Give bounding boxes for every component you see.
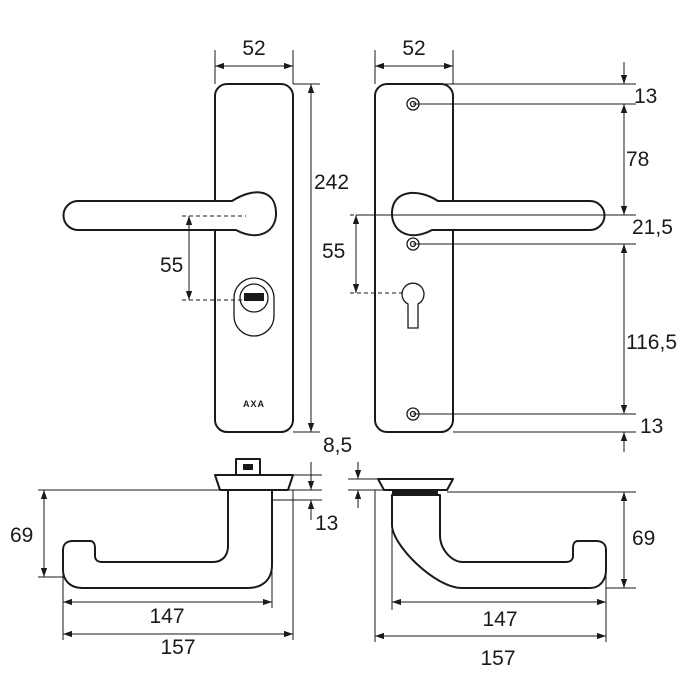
brand-logo: AXA	[243, 399, 265, 409]
dimension-left-overall-length: 157	[63, 490, 294, 659]
front-cylinder-cutout	[233, 277, 275, 337]
rose-8-5-label: 8,5	[323, 434, 352, 457]
side-view-left	[62, 458, 294, 589]
dimension-right-handle-length: 147	[391, 525, 607, 642]
left-69-label: 69	[10, 524, 33, 547]
left-157-label: 157	[160, 636, 195, 659]
right-147-label: 147	[482, 608, 517, 631]
dimension-back-handle-to-cylinder: 55	[322, 215, 360, 293]
back-view	[350, 83, 606, 433]
back-backplate	[374, 83, 454, 433]
front-backplate	[214, 83, 294, 433]
left-cylinder-pin	[243, 464, 253, 470]
dimension-right-overall-length: 157	[374, 490, 606, 670]
right-handle	[391, 494, 607, 589]
front-view: AXA	[62, 83, 294, 433]
dimension-rose-offset-right: 8,5	[323, 434, 384, 508]
back-width-label: 52	[402, 37, 425, 60]
back-keyhole	[401, 282, 425, 329]
right-rose	[377, 478, 454, 491]
back-lever	[390, 191, 606, 237]
left-rose	[214, 474, 294, 491]
right-157-label: 157	[480, 647, 515, 670]
top-to-spindle-label: 78	[626, 148, 649, 171]
top-hole-label: 13	[634, 85, 657, 108]
front-cylinder-core	[239, 283, 269, 313]
spindle-to-hole-label: 21,5	[632, 216, 673, 239]
dimension-plate-height: 242	[293, 83, 349, 433]
left-handle	[62, 489, 273, 589]
dimension-front-width: 52	[214, 37, 294, 84]
front-lever	[62, 191, 278, 237]
hole-to-hole-label: 116,5	[626, 331, 677, 354]
left-147-label: 147	[149, 605, 184, 628]
dimension-rose-offset: 13	[272, 462, 338, 535]
front-cylinder-slot	[244, 293, 264, 301]
dimension-left-handle-length: 147	[62, 565, 273, 640]
dimension-right-handle-height: 69	[447, 491, 655, 589]
plate-height-label: 242	[314, 171, 349, 194]
left-rose-13-label: 13	[315, 512, 338, 535]
bottom-hole-label: 13	[640, 415, 663, 438]
side-view-right	[377, 478, 607, 589]
back-55-label: 55	[322, 240, 345, 263]
dimension-front-handle-to-cylinder: 55	[160, 216, 193, 300]
right-rose-insert	[392, 490, 438, 495]
dimension-back-width: 52	[374, 37, 454, 84]
front-55-label: 55	[160, 254, 183, 277]
dimension-chain-right: 13 78 21,5 116,5 13	[356, 62, 677, 452]
dimension-left-handle-height: 69	[10, 489, 228, 578]
right-69-label: 69	[632, 527, 655, 550]
front-width-label: 52	[242, 37, 265, 60]
